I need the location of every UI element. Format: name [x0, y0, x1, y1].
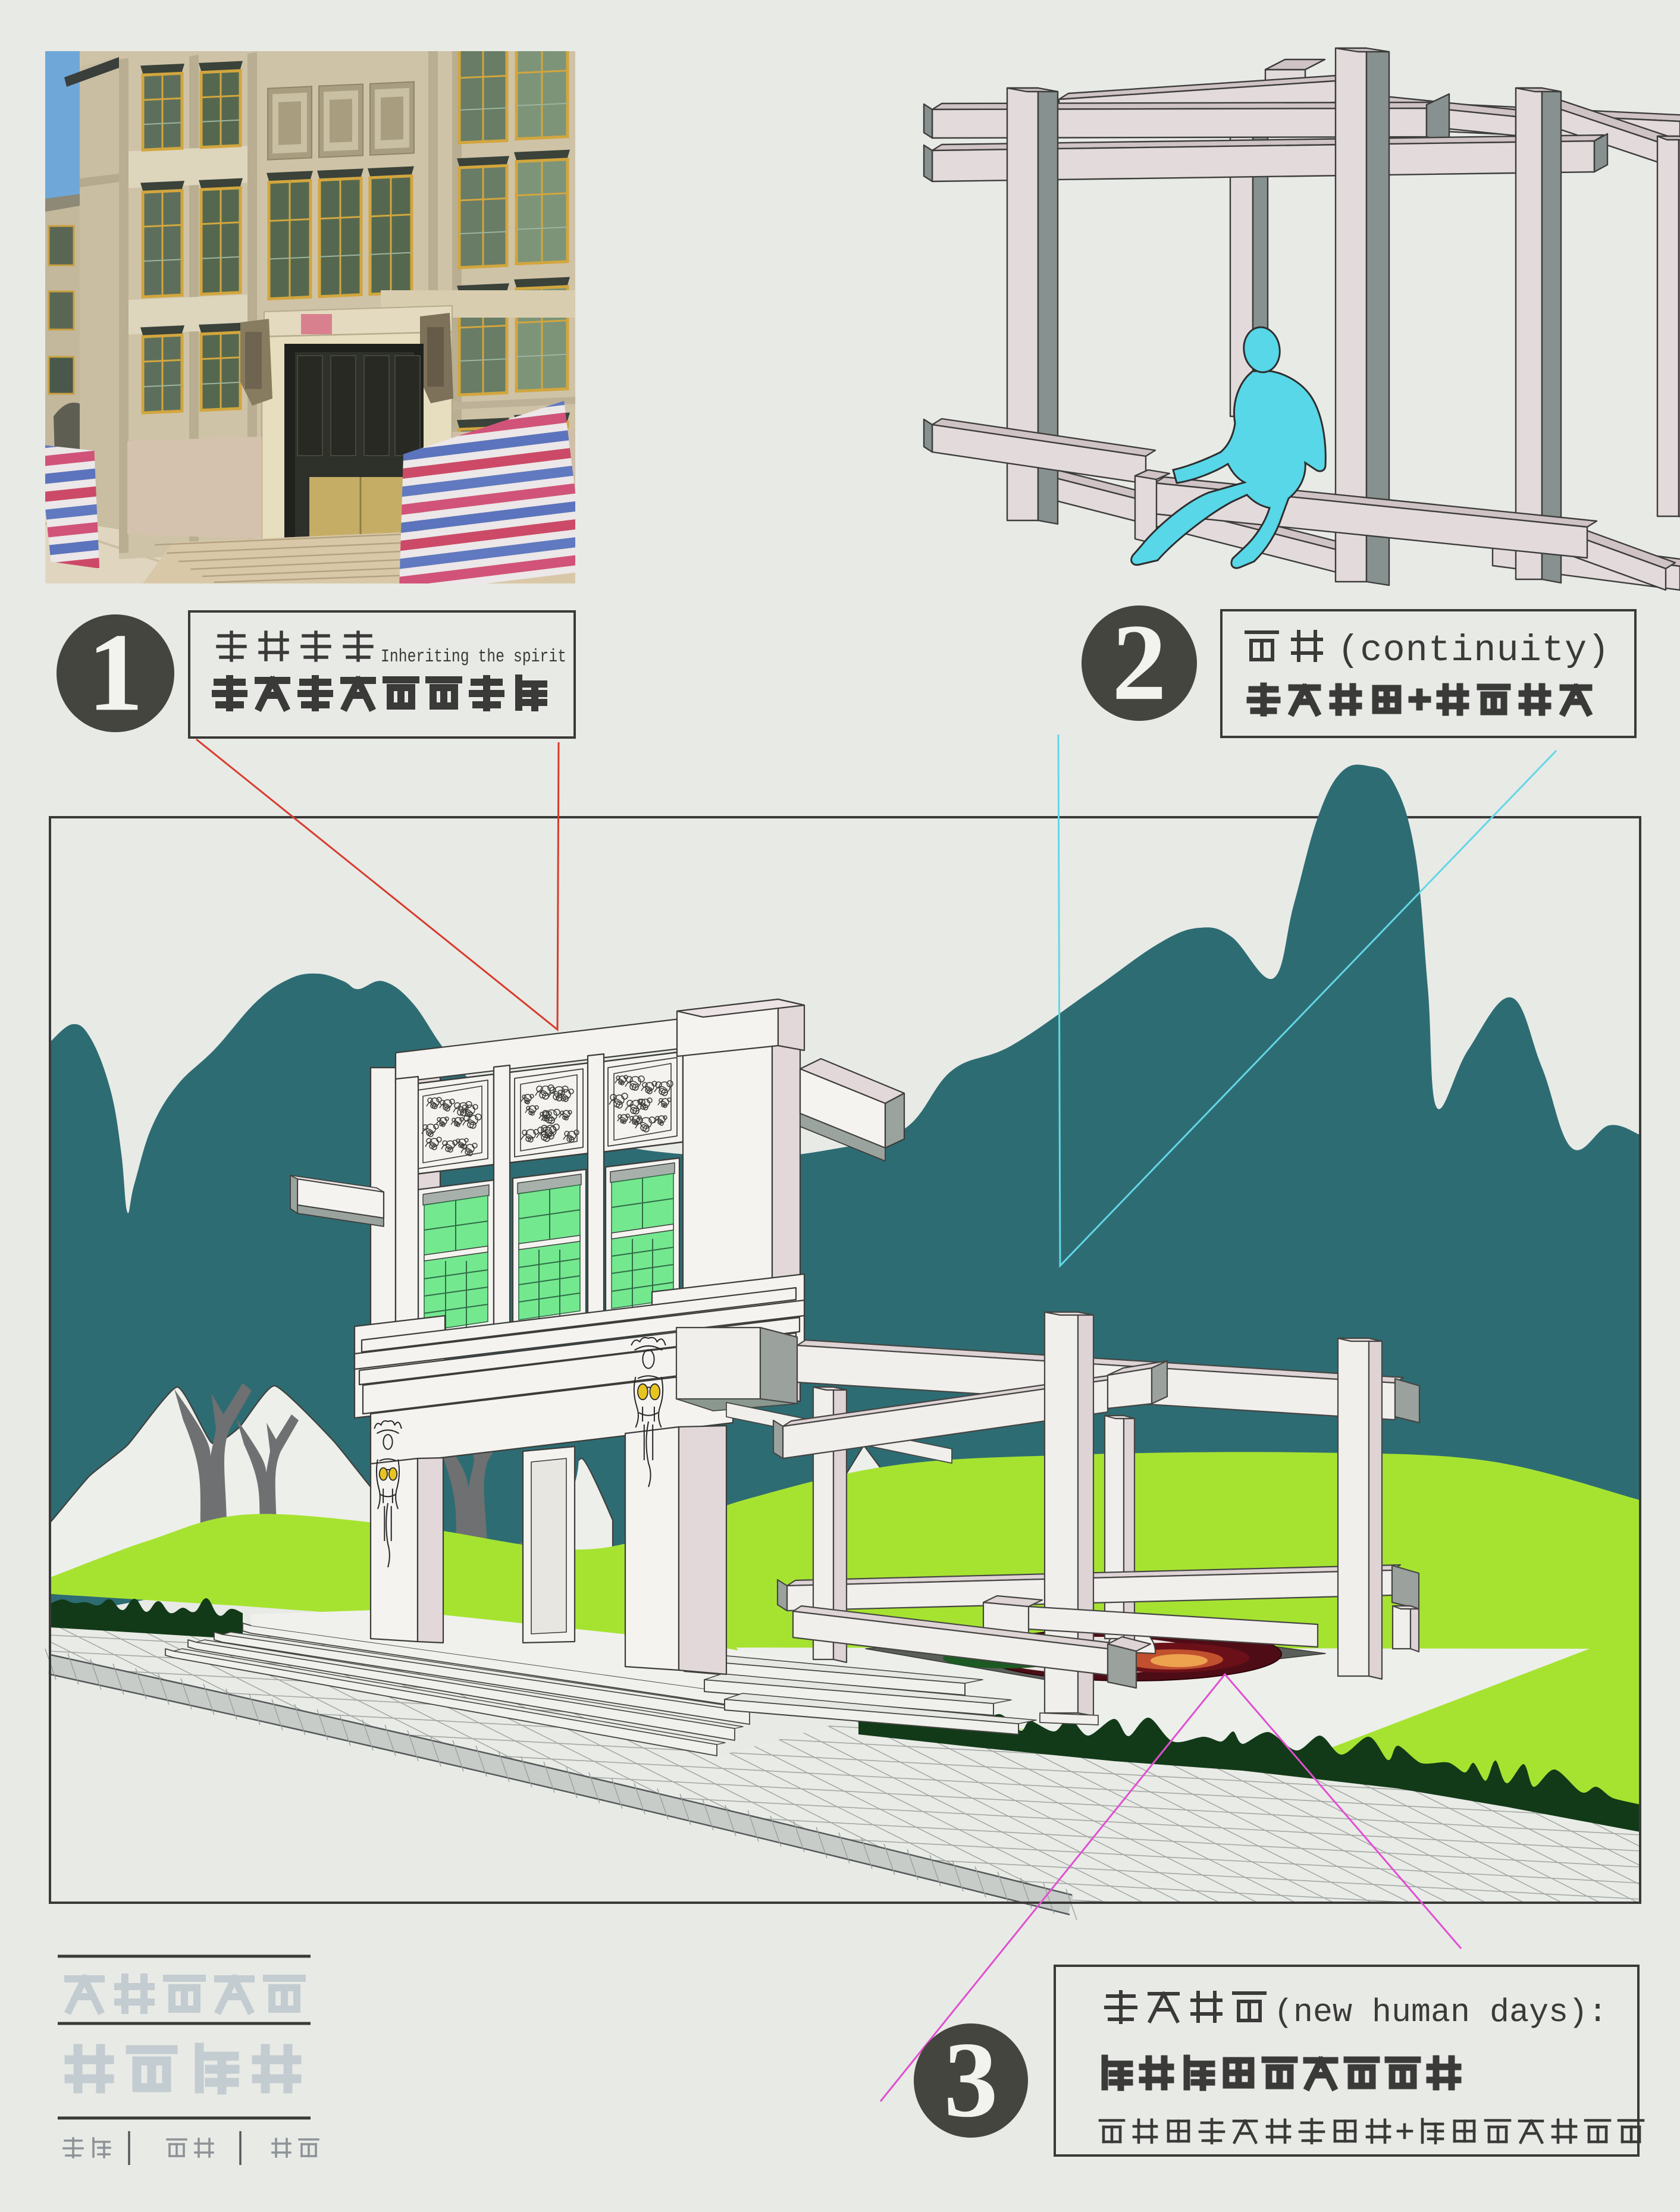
svg-text:Inheriting the spirit: Inheriting the spirit — [381, 647, 566, 667]
svg-text:2: 2 — [1112, 601, 1167, 723]
svg-text:3: 3 — [944, 2020, 998, 2140]
svg-text:(new human days):: (new human days): — [1274, 1994, 1607, 2031]
svg-text:(continuity): (continuity) — [1337, 629, 1610, 672]
svg-text:1: 1 — [87, 610, 143, 734]
